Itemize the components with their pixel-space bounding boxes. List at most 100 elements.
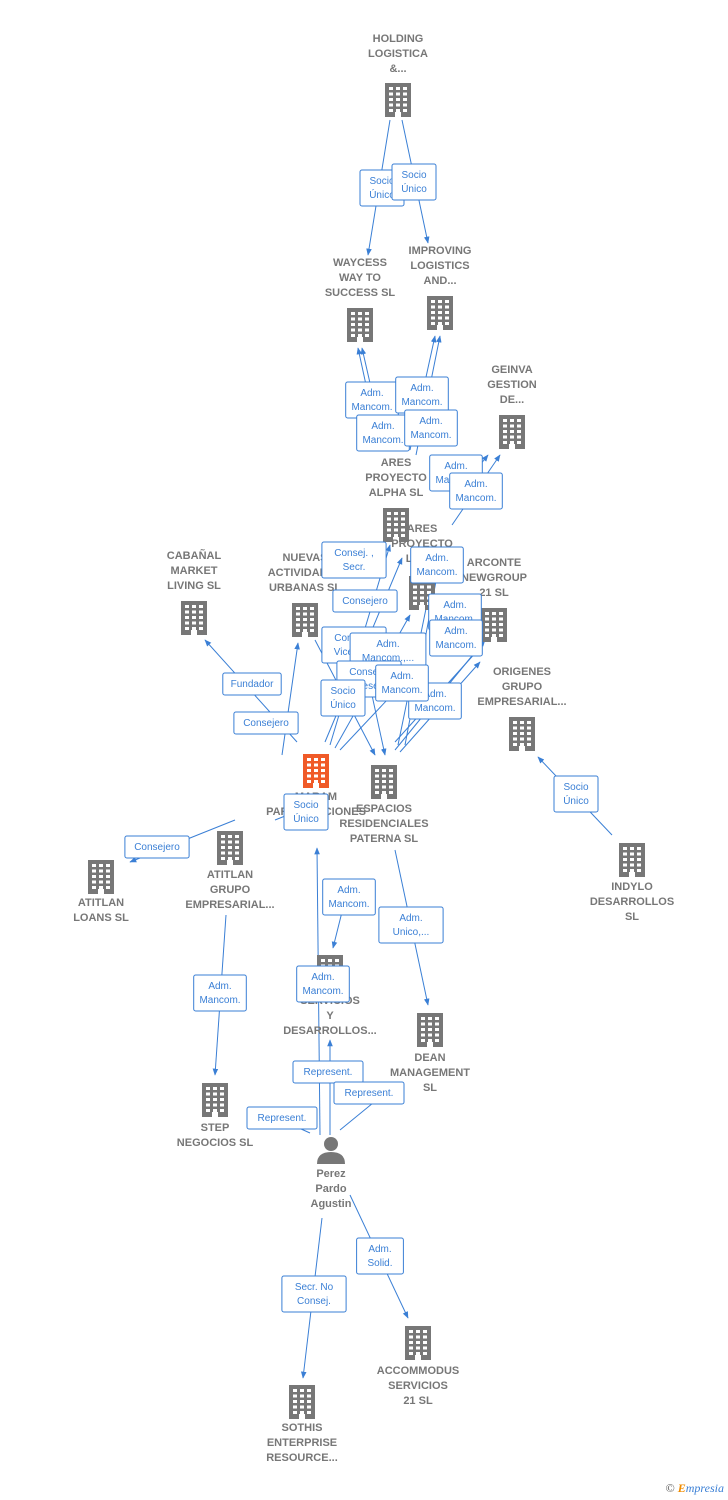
empresia-brand[interactable]: © Empresia [666,1481,724,1496]
brand-name-rest: mpresia [685,1481,724,1495]
building-icon [385,83,411,117]
edge-label-text: Único [330,698,356,711]
edge-label-4[interactable]: Adm.Mancom. [356,414,410,452]
edge-label-text: Mancom. [328,899,369,910]
edge-label-text: Mancom.,... [362,653,414,664]
edge-label-text: Socio [369,176,394,187]
edge-label-text: Consej. , [334,548,373,559]
node-label-line: Agustin [311,1198,352,1210]
edge-label-text: Unico,... [393,927,430,938]
edge-label-27[interactable]: Adm.Mancom. [296,965,350,1003]
node-label-line: SERVICIOS [388,1380,448,1392]
node-label-line: ESPACIOS [356,803,412,815]
edge-label-24[interactable]: Adm.Mancom. [193,974,247,1012]
edge-label-12[interactable]: Adm.Mancom. [429,619,483,657]
edge-label-text: Adm. [311,972,334,983]
edge-label-text: Consejero [134,842,180,853]
node-holding[interactable]: HOLDINGLOGISTICA&... [368,33,428,117]
node-geinva[interactable]: GEINVAGESTIONDE... [487,364,537,449]
edge-label-29[interactable]: Represent. [333,1081,405,1105]
edge-label-text: Socio [401,170,426,181]
node-label-line: ATITLAN [78,897,124,909]
edge-label-text: Único [369,188,395,201]
edge-label-text: Adm. [390,671,413,682]
edge-label-8[interactable]: Consej. ,Secr. [321,541,387,579]
node-label-line: DESARROLLOS... [283,1025,377,1037]
edge-label-text: Mancom. [351,402,392,413]
edge-label-text: Consej. [297,1296,331,1307]
edge-label-7[interactable]: Adm.Mancom. [449,472,503,510]
node-label-line: PROYECTO [365,472,427,484]
edge-label-box [222,672,282,696]
edge-label-text: Mancom. [401,397,442,408]
edge-label-box [292,1060,364,1084]
edge-label-25[interactable]: Adm. Mancom. [322,878,376,916]
edge-label-20[interactable]: Consejero [233,711,299,735]
edge-label-3[interactable]: Adm.Mancom. [395,376,449,414]
node-origenes[interactable]: ORIGENESGRUPOEMPRESARIAL... [477,666,567,751]
node-label-line: PATERNA SL [350,833,419,845]
node-atitlan_grupo[interactable]: ATITLANGRUPOEMPRESARIAL... [185,831,275,911]
edge-label-23[interactable]: Consejero [124,835,190,859]
building-icon [347,308,373,342]
edge-labels-layer: SocioÚnicoSocioÚnicoAdm.Mancom.Adm.Manco… [124,163,599,1313]
edge-label-28[interactable]: Represent. [292,1060,364,1084]
node-improving[interactable]: IMPROVINGLOGISTICSAND... [409,245,472,330]
edge-label-text: Consej. , [349,667,388,678]
node-label-line: DE... [500,394,524,406]
building-icon [499,415,525,449]
node-label-line: Pardo [315,1183,346,1195]
node-label-line: INDYLO [611,881,653,893]
edge-label-box [378,906,444,944]
node-label-line: EMPRESARIAL... [477,696,566,708]
edge-label-9[interactable]: Consejero [332,589,398,613]
edge-label-text: Mancom. [435,640,476,651]
edge-label-2[interactable]: Adm.Mancom. [345,381,399,419]
building-icon [405,1326,431,1360]
edge-label-text: Adm. [337,885,360,896]
node-label-line: MARKET [170,565,217,577]
node-sothis[interactable]: SOTHISENTERPRISERESOURCE... [266,1385,338,1464]
edge-label-text: Mancom. [414,703,455,714]
edge-label-box [296,965,350,1003]
node-label-line: SUCCESS SL [325,287,396,299]
edge-label-5[interactable]: Adm.Mancom. [404,409,458,447]
edge-label-10[interactable]: Adm.Mancom. [410,546,464,584]
building-icon [181,601,207,635]
edge-label-19[interactable]: Fundador [222,672,282,696]
building-icon [509,717,535,751]
node-label-line: ENTERPRISE [267,1437,337,1449]
building-icon [371,765,397,799]
edge-label-box [333,1081,405,1105]
brand-initial: E [677,1481,686,1495]
edge-label-box [320,679,366,717]
edge-label-box [124,835,190,859]
edge-label-30[interactable]: Represent. [246,1106,318,1130]
edge-label-text: Mancom. [199,995,240,1006]
node-label-line: IMPROVING [409,245,472,257]
building-icon [481,608,507,642]
edge-label-box [233,711,299,735]
edge-label-31[interactable]: Adm.Solid. [356,1237,404,1275]
node-label-line: ALPHA SL [369,487,424,499]
node-label-line: ATITLAN [207,869,253,881]
edge-label-18[interactable]: Adm.Mancom. [375,664,429,702]
edge-label-26[interactable]: Adm.Unico,... [378,906,444,944]
